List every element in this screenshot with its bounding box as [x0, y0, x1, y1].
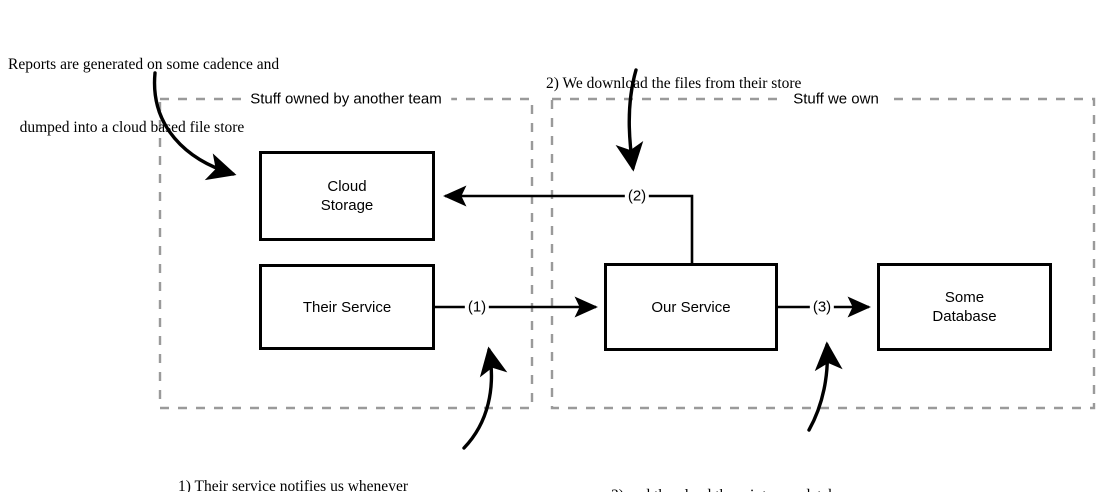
edge-2-line — [443, 185, 694, 263]
annotation-download: 2) We download the files from their stor… — [546, 31, 801, 136]
group-label-we-own: Stuff we own — [784, 90, 888, 108]
node-their-service[interactable]: Their Service — [259, 264, 435, 350]
annotation-reports-line2: dumped into a cloud based file store — [8, 119, 245, 136]
annotation-reports: Reports are generated on some cadence an… — [8, 12, 279, 180]
node-our-service[interactable]: Our Service — [604, 263, 778, 351]
group-label-another-team: Stuff owned by another team — [241, 90, 451, 108]
annotation-notify: 1) Their service notifies us whenever th… — [178, 434, 408, 492]
annotation-arrow-download — [615, 68, 644, 172]
edge-label-1: (1) — [464, 298, 490, 316]
annotation-load: 3) and then load them into our database — [611, 443, 856, 492]
annotation-download-line1: 2) We download the files from their stor… — [546, 75, 802, 92]
annotation-load-line1: 3) and then load them into our database — [611, 485, 856, 492]
group-box-right — [550, 97, 1096, 410]
edge-label-3: (3) — [809, 298, 835, 316]
annotation-arrow-reports — [152, 71, 237, 181]
node-some-database[interactable]: Some Database — [877, 263, 1052, 351]
annotation-arrow-notify — [462, 346, 508, 450]
annotation-arrow-load — [807, 341, 843, 432]
annotation-notify-line1: 1) Their service notifies us whenever — [178, 478, 408, 492]
annotation-reports-line1: Reports are generated on some cadence an… — [8, 56, 280, 73]
edge-label-2: (2) — [624, 187, 650, 205]
node-cloud-storage[interactable]: Cloud Storage — [259, 151, 435, 241]
